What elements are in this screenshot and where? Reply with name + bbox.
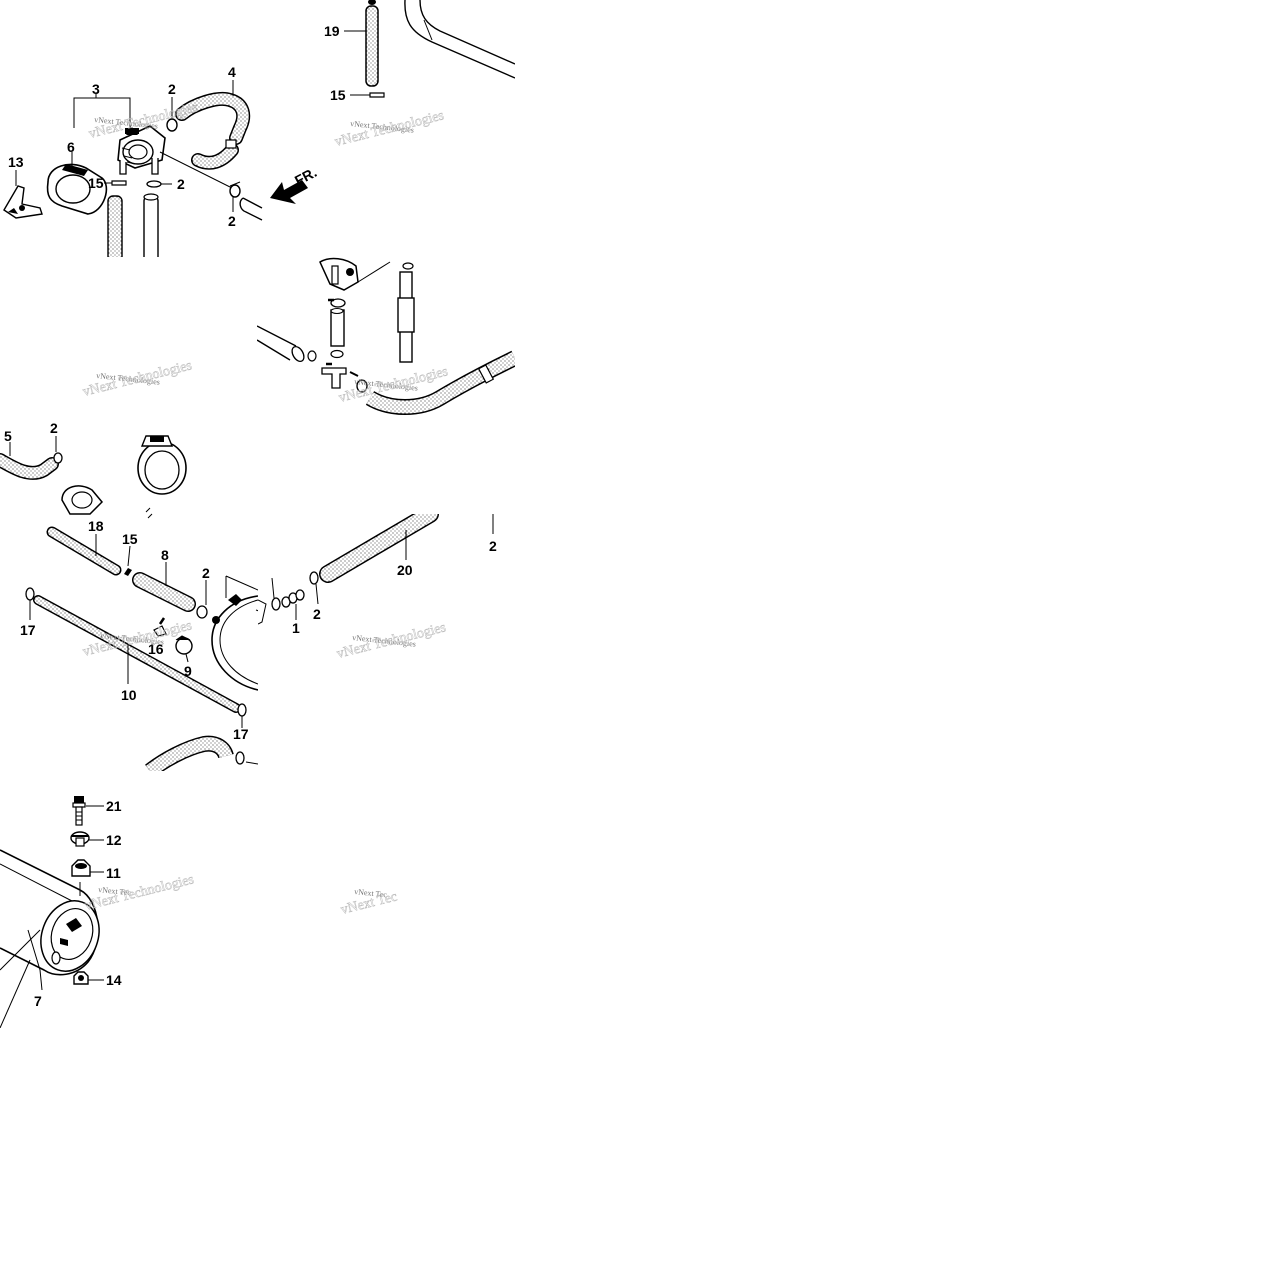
callout-3: 3 <box>92 81 100 97</box>
watermark-ghost: vNext Technologies <box>333 108 445 150</box>
valve-ring-6 <box>46 152 108 215</box>
callout-17: 17 <box>20 622 36 638</box>
tile-watermark-left: vNext Technologies vNext Technologies <box>81 358 194 400</box>
callout-18: 18 <box>88 518 104 534</box>
callout-12: 12 <box>106 832 122 848</box>
fitting-1 <box>281 589 305 620</box>
callout-2: 2 <box>313 606 321 622</box>
washer-12 <box>70 831 104 847</box>
watermark: vNext Tec <box>98 885 132 897</box>
tube-left <box>107 195 123 257</box>
clip-top <box>368 0 376 5</box>
callout-8: 8 <box>161 547 169 563</box>
callout-15-top: 15 <box>330 87 346 103</box>
callout-10: 10 <box>121 687 137 703</box>
callout-2-mid: 2 <box>177 176 185 192</box>
tile-tank-hoses: 5 2 18 15 8 2 2 17 16 9 10 17 vNext Tech… <box>0 420 275 771</box>
tile-watermark-right: vNext Tec vNext Tec <box>339 887 399 918</box>
pipe-stub <box>239 197 263 221</box>
callout-14: 14 <box>106 972 122 988</box>
nut-14 <box>73 971 104 985</box>
callout-4: 4 <box>228 64 236 80</box>
cap-9 <box>175 635 193 663</box>
tile-fuel-valve: 19 15 3 2 4 6 13 15 2 2 FR. vNext Techno… <box>3 0 515 257</box>
valve-ring <box>137 435 187 495</box>
tile-tank-hardware: 21 12 11 14 7 vNext Tec vNext Technologi… <box>0 796 196 1028</box>
callout-2-top: 2 <box>168 81 176 97</box>
hose-clip-15 <box>111 180 127 186</box>
callout-7: 7 <box>34 993 42 1009</box>
fuel-valve <box>117 125 233 189</box>
tile-hose-20: 1 2 20 2 vNext Technologies vNext Techno… <box>258 514 497 662</box>
hose-clip-15-top <box>369 92 385 98</box>
callout-2: 2 <box>267 559 275 575</box>
callout-2: 2 <box>202 565 210 581</box>
callout-17: 17 <box>233 726 249 742</box>
nut-11 <box>71 859 104 877</box>
callout-2-right: 2 <box>489 538 497 554</box>
front-direction-arrow-icon <box>270 180 308 204</box>
hose-clip-2a <box>166 97 178 132</box>
callout-15: 15 <box>122 531 138 547</box>
hose-clip-2b <box>146 180 162 188</box>
callout-6: 6 <box>67 139 75 155</box>
tile-pipe-joints: vNext Technologies vNext Technologies <box>257 257 515 415</box>
callout-20: 20 <box>397 562 413 578</box>
callout-1: 1 <box>292 620 300 636</box>
large-pipe-top <box>404 0 515 79</box>
callout-2-low: 2 <box>228 213 236 229</box>
watermark: vNext Tec <box>354 887 388 899</box>
callout-5: 5 <box>4 428 12 444</box>
tank-end <box>211 595 258 691</box>
callout-16: 16 <box>148 641 164 657</box>
callout-9: 9 <box>184 663 192 679</box>
callout-11: 11 <box>106 865 121 881</box>
tube-right <box>143 195 159 257</box>
callout-21: 21 <box>106 798 122 814</box>
hose-clip-2c <box>229 181 241 212</box>
callout-2: 2 <box>50 420 58 436</box>
callout-19: 19 <box>324 23 340 39</box>
hose-19 <box>365 5 379 87</box>
callout-13: 13 <box>8 154 24 170</box>
bolt-21 <box>72 796 104 826</box>
bracket-13 <box>3 170 43 219</box>
callout-15-mid: 15 <box>88 175 104 191</box>
